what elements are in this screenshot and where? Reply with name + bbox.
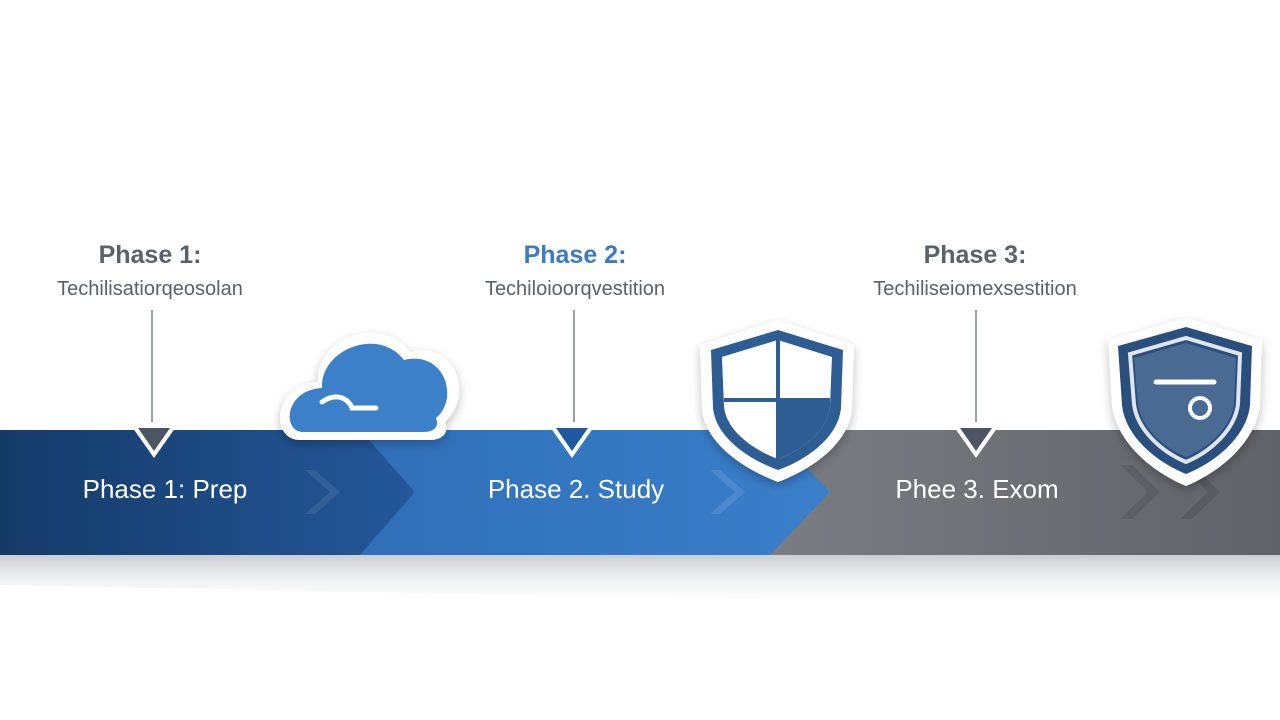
chevron-decoration — [710, 470, 745, 514]
cloud-icon — [280, 332, 460, 440]
phase-3-marker-icon — [960, 428, 992, 451]
phase-1-header: Phase 1: Techilisatiorqeosolan — [0, 240, 300, 302]
shield-quadrant-icon — [700, 320, 854, 482]
phase-3-subtitle: Techiliseiomexsestition — [873, 278, 1077, 300]
phase-3-title: Phase 3: — [923, 241, 1027, 269]
band-shadow — [0, 555, 1280, 610]
phase-1-callout-line — [151, 310, 153, 422]
phase-2-band-label: Phase 2. Study — [487, 474, 665, 504]
phase-1-band-label: Phase 1: Prep — [82, 474, 248, 504]
phase-3-band-label: Phee 3. Exom — [895, 474, 1059, 504]
band-segment-phase-2 — [355, 430, 830, 555]
phase-2-subtitle: Techiloioorqvestition — [484, 278, 666, 300]
chevron-decoration — [305, 470, 340, 514]
phase-2-marker-icon — [556, 428, 588, 451]
phase-3-callout-line — [975, 310, 977, 422]
phase-3-header: Phase 3: Techiliseiomexsestition — [825, 240, 1125, 302]
phase-1-marker-icon — [138, 428, 170, 451]
phase-2-callout-line — [573, 310, 575, 422]
shield-badge-icon — [1108, 318, 1262, 486]
phase-2-title: Phase 2: — [523, 241, 627, 269]
phase-2-header: Phase 2: Techiloioorqvestition — [425, 240, 725, 302]
band-segment-phase-1 — [0, 430, 415, 555]
phase-1-subtitle: Techilisatiorqeosolan — [57, 278, 243, 300]
phase-1-title: Phase 1: — [98, 241, 202, 269]
chevron-decoration — [1120, 465, 1160, 519]
